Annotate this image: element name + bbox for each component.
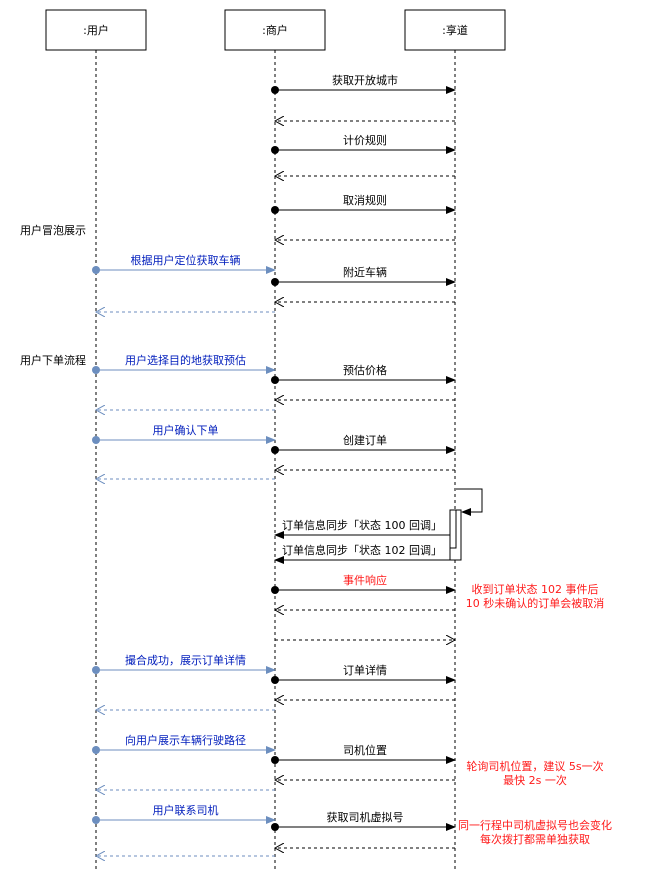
message-start-dot <box>92 436 100 444</box>
message-label: 撮合成功，展示订单详情 <box>125 653 246 667</box>
message-label: 用户联系司机 <box>153 803 219 817</box>
message-start-dot <box>92 266 100 274</box>
message-label: 取消规则 <box>343 193 387 207</box>
note-right: 10 秒未确认的订单会被取消 <box>466 596 605 610</box>
participant-label: :商户 <box>262 23 288 37</box>
message-start-dot <box>271 676 279 684</box>
message-start-dot <box>271 823 279 831</box>
message-start-dot <box>271 376 279 384</box>
message-label: 获取开放城市 <box>332 73 398 87</box>
participant-label: :用户 <box>83 23 109 37</box>
message-start-dot <box>271 86 279 94</box>
note-right: 收到订单状态 102 事件后 <box>472 582 599 596</box>
message-start-dot <box>92 366 100 374</box>
message-label: 事件响应 <box>343 573 387 587</box>
message-label: 向用户展示车辆行驶路径 <box>125 733 246 747</box>
message-start-dot <box>92 666 100 674</box>
message-label: 订单详情 <box>343 663 387 677</box>
message-label: 用户确认下单 <box>153 423 219 437</box>
message-start-dot <box>92 816 100 824</box>
note-left: 用户下单流程 <box>20 353 86 367</box>
message-start-dot <box>271 146 279 154</box>
message-label: 预估价格 <box>343 363 387 377</box>
message-start-dot <box>271 278 279 286</box>
message-start-dot <box>271 756 279 764</box>
participant-box <box>224 9 326 51</box>
participant-box <box>404 9 506 51</box>
message-label: 创建订单 <box>343 433 387 447</box>
message-label: 司机位置 <box>343 743 387 757</box>
activation-bar <box>449 509 457 549</box>
message-start-dot <box>271 206 279 214</box>
message-label: 根据用户定位获取车辆 <box>131 253 241 267</box>
message-label: 订单信息同步「状态 102 回调」 <box>282 543 442 557</box>
self-call-arrow <box>456 488 483 516</box>
note-right: 同一行程中司机虚拟号也会变化 <box>458 818 612 832</box>
message-label: 计价规则 <box>343 133 387 147</box>
note-left: 用户冒泡展示 <box>20 223 86 237</box>
note-right: 每次拨打都需单独获取 <box>480 832 590 846</box>
message-start-dot <box>271 586 279 594</box>
message-start-dot <box>271 446 279 454</box>
participant-label: :享道 <box>442 23 468 37</box>
note-right: 最快 2s 一次 <box>503 773 567 787</box>
note-right: 轮询司机位置，建议 5s一次 <box>466 759 603 773</box>
message-label: 订单信息同步「状态 100 回调」 <box>282 518 442 532</box>
message-label: 获取司机虚拟号 <box>327 810 404 824</box>
message-label: 附近车辆 <box>343 265 387 279</box>
message-label: 用户选择目的地获取预估 <box>125 353 246 367</box>
message-start-dot <box>92 746 100 754</box>
participant-box <box>45 9 147 51</box>
